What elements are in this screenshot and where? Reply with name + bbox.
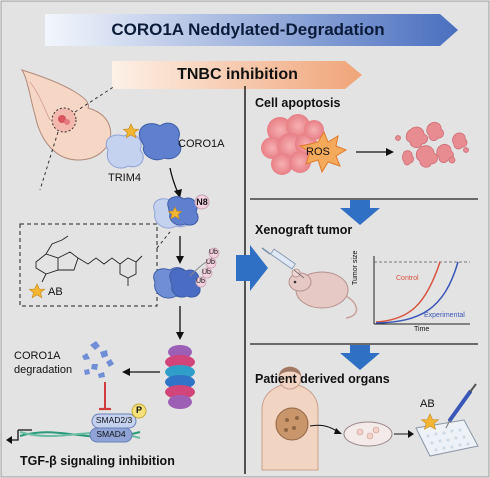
syringe-icon <box>261 247 305 279</box>
flow-arrowhead-4 <box>122 368 130 376</box>
star-icon <box>122 123 140 139</box>
star-icon <box>28 283 46 299</box>
organs-title: Patient derived organs <box>255 372 390 386</box>
smad4-label: SMAD4 <box>96 429 126 439</box>
xenograft-title: Xenograft tumor <box>255 223 353 237</box>
smad-complex <box>6 403 147 444</box>
star-icon <box>420 413 440 430</box>
down-arrow-2 <box>340 345 380 370</box>
phospho-label: P <box>135 405 142 415</box>
experimental-label: Experimental <box>424 312 465 319</box>
control-curve <box>375 261 441 323</box>
star-icon <box>167 206 183 220</box>
flow-arrowhead-3 <box>176 332 184 340</box>
flow-arrowhead-2 <box>176 256 184 264</box>
compound-structure <box>35 235 143 286</box>
breast-illustration <box>20 69 112 161</box>
coro1a-label: CORO1A <box>178 138 225 150</box>
time-label: Time <box>414 326 430 333</box>
tumor-size-label: Tumor size <box>352 250 359 285</box>
ubiquitinated-complex <box>153 247 220 299</box>
tumor-cell-cluster <box>261 114 324 175</box>
compound-label: AB <box>48 286 63 298</box>
coro1a-fragments <box>82 341 114 378</box>
trim4-label: TRIM4 <box>108 172 141 184</box>
experimental-curve <box>375 261 459 324</box>
degradation-label-line2: degradation <box>14 364 73 376</box>
n8-label: N8 <box>196 197 208 207</box>
phospho-badge <box>131 403 147 419</box>
organoid-arrowhead-1 <box>334 428 342 434</box>
apoptosis-arrowhead <box>386 148 394 156</box>
organoid-arrowhead-2 <box>408 430 414 438</box>
compound-box <box>19 223 158 307</box>
ub-label-4: Ub <box>209 249 218 256</box>
ros-burst <box>298 130 348 174</box>
pipette-icon <box>445 383 477 429</box>
petri-dish <box>343 421 393 447</box>
ub-label-1: Ub <box>196 278 205 285</box>
figure-subtitle: TNBC inhibition <box>177 66 298 83</box>
apoptosis-title: Cell apoptosis <box>255 96 341 110</box>
ros-label: ROS <box>306 146 330 158</box>
ab-label: AB <box>420 398 435 410</box>
zoom-line-1 <box>74 85 116 113</box>
down-arrow-1 <box>340 200 380 225</box>
panel-arrow <box>236 245 268 291</box>
zoom-line-2 <box>39 131 59 191</box>
mouse-illustration <box>288 268 358 319</box>
smad4-box <box>89 427 133 443</box>
n8-badge <box>194 194 210 210</box>
neddylated-complex <box>153 194 210 229</box>
figure-title: CORO1A Neddylated-Degradation <box>111 20 385 39</box>
tgf-beta-label: TGF-β signaling inhibition <box>20 454 175 468</box>
proteasome <box>165 345 195 409</box>
ub-label-2: Ub <box>202 269 211 276</box>
patient-illustration <box>261 366 319 471</box>
degradation-label-line1: CORO1A <box>14 350 61 362</box>
growth-chart <box>373 256 470 325</box>
title-banner <box>45 14 458 46</box>
ub-label-3: Ub <box>206 259 215 266</box>
apoptotic-cells <box>395 121 469 168</box>
flow-arrowhead-1 <box>174 189 182 198</box>
coro1a-protein <box>138 122 182 161</box>
trim4-protein <box>105 133 144 169</box>
control-label: Control <box>396 275 419 282</box>
smad23-label: SMAD2/3 <box>95 415 133 425</box>
subtitle-banner <box>112 61 362 89</box>
